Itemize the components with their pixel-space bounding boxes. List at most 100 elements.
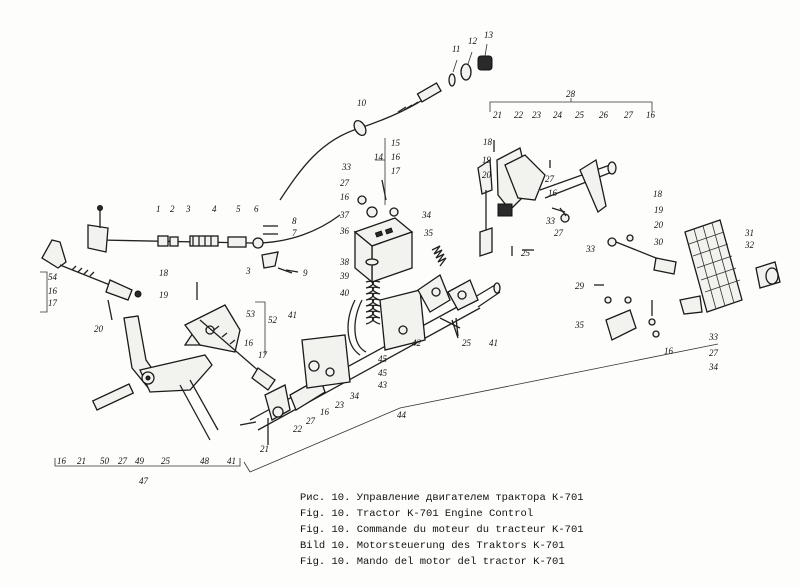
part-label-15: 15: [391, 138, 401, 148]
part-label-25d: 25: [161, 456, 171, 466]
accelerator-pedal: [594, 219, 781, 341]
bracket-group-51: [255, 301, 266, 355]
part-label-16c: 16: [340, 192, 350, 202]
part-label-18: 18: [483, 137, 493, 147]
part-label-3b: 3: [245, 266, 251, 276]
part-label-27: 27: [624, 110, 634, 120]
caption-ru: Рис. 10. Управление двигателем трактора …: [300, 492, 584, 504]
part-label-45: 45: [378, 354, 388, 364]
caption-en: Fig. 10. Tractor K-701 Engine Control: [300, 508, 534, 520]
part-label-22b: 22: [293, 424, 303, 434]
part-label-32: 32: [744, 240, 755, 250]
part-label-42: 42: [412, 338, 422, 348]
part-label-17b: 17: [48, 298, 58, 308]
pedal-shaft-assembly-28: [477, 140, 617, 257]
part-label-21c: 21: [77, 456, 86, 466]
part-label-34b: 34: [708, 362, 719, 372]
part-label-35: 35: [423, 228, 434, 238]
part-label-7: 7: [292, 228, 297, 238]
part-label-27c: 27: [545, 174, 555, 184]
part-label-44: 44: [397, 410, 407, 420]
caption-fr: Fig. 10. Commande du moteur du tracteur …: [300, 524, 584, 536]
part-label-45b: 45: [378, 368, 388, 378]
part-label-48: 48: [200, 456, 210, 466]
part-label-25b: 25: [521, 248, 531, 258]
part-label-34c: 34: [349, 391, 360, 401]
part-label-51: 52: [268, 315, 278, 325]
part-label-47: 47: [139, 476, 149, 486]
part-label-3: 3: [185, 204, 191, 214]
bolts: [239, 207, 567, 426]
part-label-39: 39: [339, 271, 350, 281]
part-label-26: 26: [599, 110, 609, 120]
part-label-24: 24: [553, 110, 563, 120]
bracket-group-54: [40, 271, 48, 313]
part-label-2: 2: [170, 204, 175, 214]
part-label-17: 17: [391, 166, 401, 176]
part-label-27b: 27: [340, 178, 350, 188]
part-label-21: 21: [493, 110, 502, 120]
part-label-41b: 41: [489, 338, 498, 348]
spring-39: [365, 280, 381, 325]
stop-block: [353, 179, 414, 284]
part-label-21b: 21: [260, 444, 269, 454]
part-label-41c: 41: [227, 456, 236, 466]
bracket-group-28: [489, 98, 653, 112]
part-label-16h: 16: [320, 407, 330, 417]
part-label-16b: 16: [391, 152, 401, 162]
part-label-19c: 19: [159, 290, 169, 300]
caption-es: Fig. 10. Mando del motor del tractor K-7…: [300, 556, 565, 568]
part-label-22: 22: [514, 110, 524, 120]
part-label-33b: 33: [545, 216, 556, 226]
part-label-23: 23: [532, 110, 542, 120]
part-label-34: 34: [421, 210, 432, 220]
part-label-27g: 27: [118, 456, 128, 466]
part-label-16d: 16: [548, 188, 558, 198]
part-label-18b: 18: [653, 189, 663, 199]
lever-left: [41, 239, 142, 321]
part-label-11: 11: [452, 44, 460, 54]
part-label-25c: 25: [462, 338, 472, 348]
part-label-37: 37: [339, 210, 350, 220]
part-label-52: 53: [246, 309, 256, 319]
part-label-27e: 27: [709, 348, 719, 358]
part-label-16i: 16: [57, 456, 67, 466]
part-label-16g: 16: [244, 338, 254, 348]
part-label-33c: 33: [585, 244, 596, 254]
part-label-20c: 20: [94, 324, 104, 334]
part-label-23b: 23: [335, 400, 345, 410]
bracket-group-14: [375, 138, 386, 205]
main-shaft-assembly-44: [249, 274, 501, 445]
part-label-29: 29: [575, 281, 585, 291]
part-label-43: 43: [378, 380, 388, 390]
part-label-16: 16: [646, 110, 656, 120]
part-label-13: 13: [484, 30, 494, 40]
part-label-16f: 16: [48, 286, 58, 296]
part-label-25: 25: [575, 110, 585, 120]
linkage-rod-left: [87, 205, 341, 274]
part-label-20: 20: [482, 170, 492, 180]
part-label-49: 49: [135, 456, 145, 466]
part-label-35b: 35: [574, 320, 585, 330]
part-label-9: 9: [303, 268, 308, 278]
part-label-18c: 18: [159, 268, 169, 278]
bracket-group-47: [54, 458, 241, 467]
part-label-8: 8: [292, 216, 297, 226]
part-label-36: 36: [339, 226, 350, 236]
part-label-6: 6: [254, 204, 259, 214]
part-label-14: 14: [374, 152, 384, 162]
part-label-27d: 27: [554, 228, 564, 238]
throttle-cable: [279, 82, 442, 201]
lever-assembly-47: [91, 282, 241, 441]
part-label-41: 41: [288, 310, 297, 320]
part-label-50: 50: [100, 456, 110, 466]
central-rod: [199, 319, 276, 391]
bracket-group-44: [243, 343, 719, 473]
cable-end-parts-11-13: [448, 43, 493, 87]
caption-de: Bild 10. Motorsteuerung des Traktors K-7…: [300, 540, 565, 552]
part-label-5: 5: [236, 204, 241, 214]
part-label-40: 40: [340, 288, 350, 298]
part-label-16e: 16: [664, 346, 674, 356]
